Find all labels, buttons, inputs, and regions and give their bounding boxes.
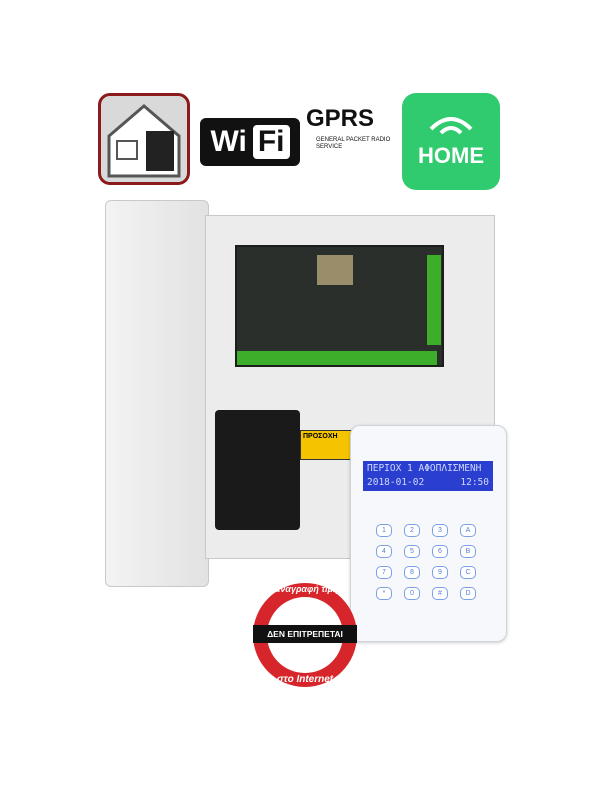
keypad-key[interactable]: B [460, 545, 476, 558]
keypad-key[interactable]: A [460, 524, 476, 537]
terminal-strip-side [427, 255, 441, 345]
keypad-key[interactable]: 7 [376, 566, 392, 579]
gprs-subtitle: GENERAL PACKET RADIO SERVICE [316, 137, 391, 150]
keypad-key[interactable]: 8 [404, 566, 420, 579]
terminal-strip [237, 351, 437, 365]
house-keypad-logo [98, 93, 190, 185]
lcd-time: 12:50 [460, 477, 489, 488]
keypad-key[interactable]: 3 [432, 524, 448, 537]
house-icon [107, 104, 181, 178]
enclosure-lid [105, 200, 209, 587]
gprs-text: GPRS [306, 105, 375, 132]
fi-text: Fi [252, 125, 290, 159]
keypad-key[interactable]: C [460, 566, 476, 579]
keypad-key[interactable]: 9 [432, 566, 448, 579]
home-app-logo: HOME [402, 93, 500, 190]
power-supply [215, 410, 300, 530]
control-board [235, 245, 444, 367]
warning-label: ΠΡΟΣΟΧΗ [300, 430, 358, 460]
stamp-band-text: ΔΕΝ ΕΠΙΤΡΕΠΕΤΑΙ [253, 625, 357, 643]
lcd-display: ΠΕΡΙΟΧ 1 ΑΦΟΠΛΙΣΜΕΝΗ 2018-01-02 12:50 [363, 461, 493, 491]
keypad-key[interactable]: D [460, 587, 476, 600]
lcd-date: 2018-01-02 [367, 477, 425, 488]
lcd-line-1: ΠΕΡΙΟΧ 1 ΑΦΟΠΛΙΣΜΕΝΗ [367, 463, 482, 474]
wifi-signal-icon [429, 117, 473, 135]
keypad-key[interactable]: 0 [404, 587, 420, 600]
keypad-key[interactable]: * [376, 587, 392, 600]
home-text: HOME [418, 143, 484, 168]
stamp-top-text: η αναγραφή τιμής [266, 584, 344, 594]
gprs-module [317, 255, 353, 285]
keypad-key[interactable]: 5 [404, 545, 420, 558]
stamp-bottom-text: στο Internet [276, 674, 334, 685]
keypad-key[interactable]: 4 [376, 545, 392, 558]
keypad-key[interactable]: 6 [432, 545, 448, 558]
keypad-key[interactable]: 1 [376, 524, 392, 537]
keypad-key[interactable]: 2 [404, 524, 420, 537]
no-price-stamp: η αναγραφή τιμής ΔΕΝ ΕΠΙΤΡΕΠΕΤΑΙ στο Int… [253, 583, 357, 687]
gprs-logo: GPRS GENERAL PACKET RADIO SERVICE [306, 105, 400, 185]
keypad-key[interactable]: # [432, 587, 448, 600]
wifi-text: Wi [210, 125, 247, 158]
